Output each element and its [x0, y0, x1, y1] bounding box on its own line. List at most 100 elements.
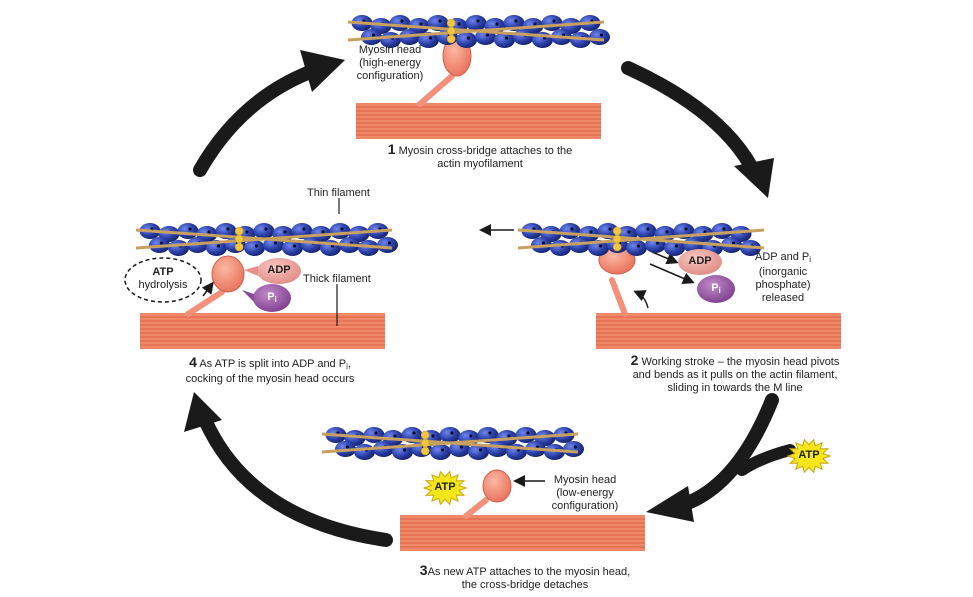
actin-binding-site: [321, 230, 325, 234]
thin-filament-2: [517, 223, 765, 256]
atp-burst-right: [786, 438, 832, 474]
cycle-arrow-4-to-1-head: [300, 50, 345, 92]
actin-bead: [439, 427, 461, 443]
actin-binding-site: [570, 227, 574, 231]
actin-binding-site: [283, 230, 287, 234]
actin-binding-site: [598, 244, 603, 248]
troponin: [612, 234, 622, 244]
actin-binding-site: [488, 431, 492, 435]
thick-filament-label: Thick filament: [303, 273, 371, 285]
adp-label-step2: ADP: [688, 255, 712, 267]
myosin-head-low-label: Myosin head (low-energy configuration): [551, 474, 619, 512]
actin-binding-site: [514, 19, 518, 23]
actin-binding-site: [387, 241, 392, 245]
hydrolysis-arrow: [201, 281, 214, 297]
actin-bead: [456, 32, 477, 48]
actin-bead: [168, 240, 189, 256]
cycle-arrow-4-to-1: [193, 65, 317, 177]
actin-binding-site: [485, 33, 490, 37]
actin-binding-site: [665, 230, 669, 234]
actin-binding-site: [245, 230, 249, 234]
actin-bead: [589, 29, 610, 45]
cycle-arrows: [184, 50, 796, 547]
actin-binding-site: [273, 241, 278, 245]
actin-binding-site: [674, 244, 679, 248]
actin-bead: [544, 444, 565, 460]
thick-filaments: [140, 103, 841, 551]
step-1-number: 1: [387, 141, 396, 157]
actin-binding-site: [507, 434, 511, 438]
actin-binding-site: [302, 227, 306, 231]
pivot-arrow: [633, 290, 649, 309]
actin-binding-site: [393, 434, 397, 438]
actin-bead: [541, 15, 563, 31]
actin-binding-site: [636, 244, 641, 248]
actin-bead: [635, 223, 657, 239]
actin-binding-site: [400, 19, 404, 23]
actin-bead: [588, 240, 609, 256]
troponin: [446, 18, 456, 28]
thick-filament-3: [400, 515, 645, 551]
actin-binding-site: [340, 227, 344, 231]
actin-binding-site: [412, 431, 416, 435]
cycle-arrow-1-to-2: [621, 61, 759, 175]
adp-molecule-step2: [678, 249, 722, 275]
molecules: [124, 249, 832, 506]
actin-binding-site: [552, 19, 556, 23]
actin-binding-site: [292, 244, 297, 248]
actin-bead: [513, 29, 534, 45]
actin-bead: [465, 15, 487, 31]
actin-binding-site: [608, 227, 612, 231]
atp-label-step3: ATP: [434, 481, 456, 493]
actin-binding-site: [402, 448, 407, 452]
actin-bead: [358, 240, 379, 256]
actin-bead: [563, 441, 584, 457]
actin-binding-site: [476, 19, 480, 23]
actin-binding-site: [589, 230, 593, 234]
actin-binding-site: [438, 19, 442, 23]
actin-bead: [559, 223, 581, 239]
actin-bead: [515, 427, 537, 443]
actin-binding-site: [371, 33, 376, 37]
actin-binding-site: [207, 230, 211, 234]
cycle-arrow-3-to-4-head: [184, 392, 222, 432]
actin-binding-site: [655, 241, 660, 245]
actin-binding-site: [541, 241, 546, 245]
actin-bead: [468, 444, 489, 460]
actin-binding-site: [374, 431, 378, 435]
myosin-neck-3: [463, 497, 489, 519]
thick-filament-1: [356, 103, 601, 139]
released-label: ADP and Pi (inorganic phosphate) release…: [754, 251, 811, 304]
actin-binding-site: [731, 241, 736, 245]
actin-bead: [354, 444, 375, 460]
actin-binding-site: [478, 448, 483, 452]
actin-binding-site: [526, 431, 530, 435]
tropomyosin-strand: [321, 432, 579, 454]
actin-bead: [389, 15, 411, 31]
actin-binding-site: [599, 33, 604, 37]
adp-molecule-step4-tail: [244, 266, 258, 276]
actin-bead: [550, 240, 571, 256]
actin-binding-site: [573, 445, 578, 449]
actin-binding-site: [684, 227, 688, 231]
pi-label-step2: Pi: [711, 282, 721, 295]
adp-molecule-step4: [257, 258, 301, 284]
actin-binding-site: [459, 445, 464, 449]
actin-binding-site: [159, 241, 164, 245]
step-3-caption: 3As new ATP attaches to the myosin head,…: [419, 562, 631, 591]
actin-binding-site: [495, 22, 499, 26]
tropomyosin-strand: [347, 20, 605, 42]
myosin-head-4: [211, 255, 245, 293]
troponin: [234, 234, 244, 244]
actin-binding-site: [533, 22, 537, 26]
step-2-number: 2: [630, 352, 639, 368]
step-3-number: 3: [419, 562, 428, 578]
atp-label-right: ATP: [798, 449, 820, 461]
actin-bead: [570, 32, 591, 48]
actin-binding-site: [627, 230, 631, 234]
pi-molecule-step4: [253, 284, 291, 312]
step-1-caption: 1 Myosin cross-bridge attaches to the ac…: [387, 141, 573, 170]
actin-bead: [487, 441, 508, 457]
thin-filament-4: [135, 223, 398, 256]
